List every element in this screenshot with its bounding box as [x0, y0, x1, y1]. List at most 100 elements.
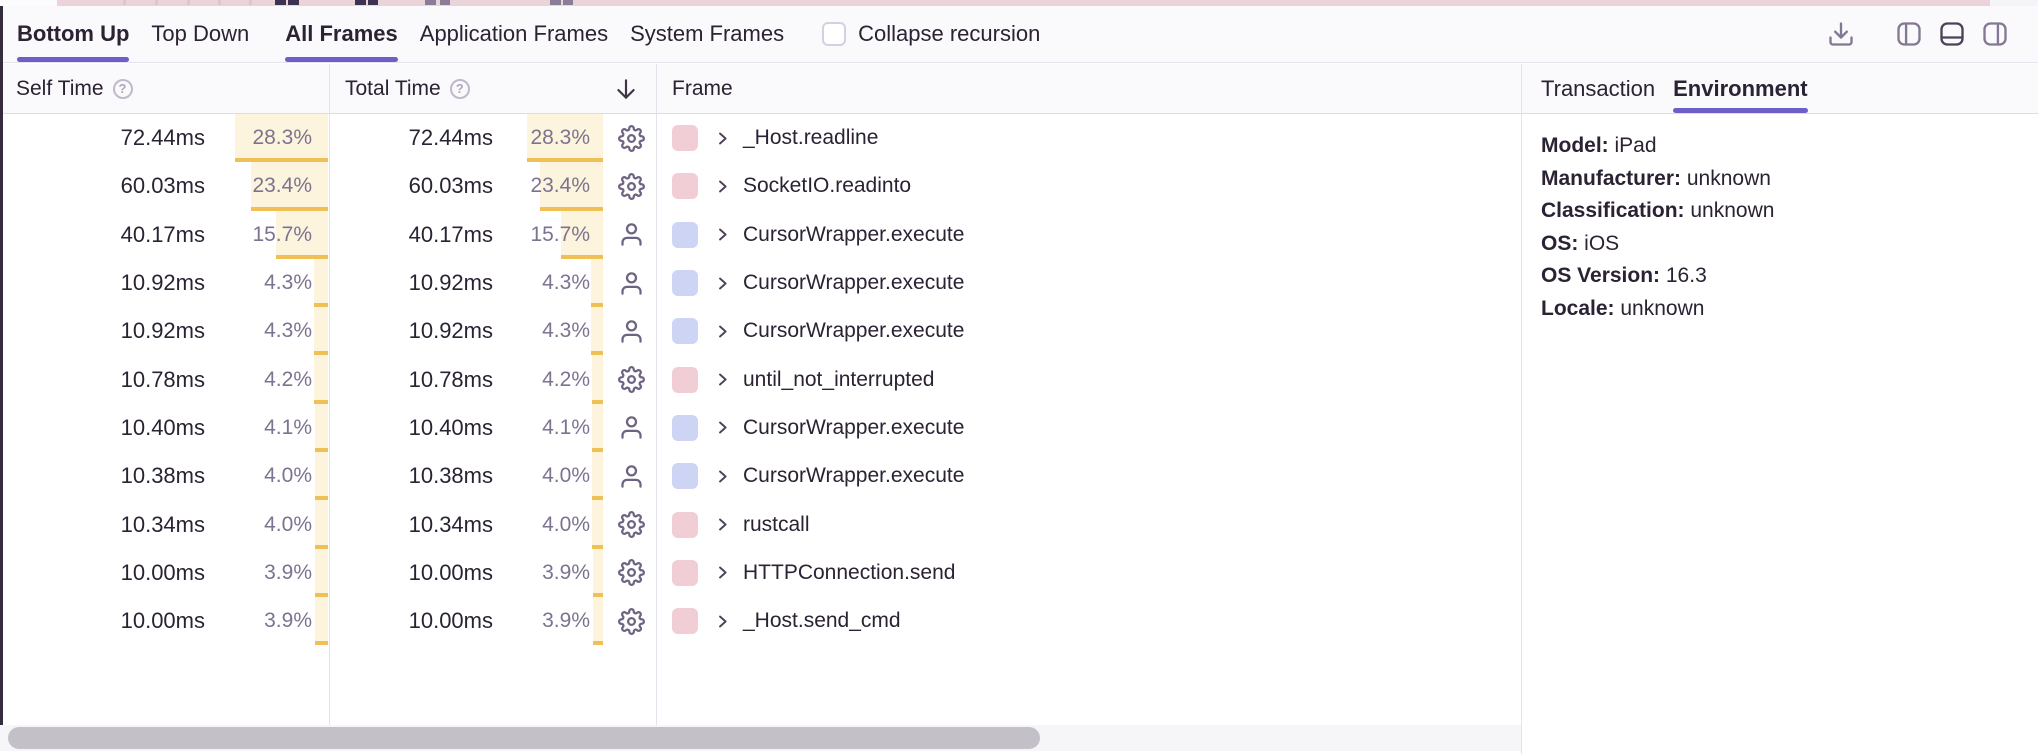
self-percent-value: 3.9%: [264, 609, 312, 633]
chevron-right-icon[interactable]: [715, 614, 730, 629]
chevron-right-icon[interactable]: [715, 420, 730, 435]
help-icon[interactable]: ?: [112, 78, 133, 99]
environment-property-label: OS:: [1541, 231, 1585, 255]
self-time-cell: 10.34ms 4.0%: [0, 500, 329, 549]
download-icon[interactable]: [1826, 19, 1856, 49]
self-percent-bar: [314, 500, 329, 549]
environment-property: OS: iOS: [1541, 228, 2038, 261]
application-frame-user-icon: [617, 221, 645, 249]
self-percent-value: 4.0%: [264, 464, 312, 488]
chevron-right-icon[interactable]: [715, 324, 730, 339]
flamegraph-minimap-strip[interactable]: [0, 0, 2038, 6]
minimap-mark: [368, 0, 378, 5]
environment-property-label: Manufacturer:: [1541, 166, 1687, 190]
self-time-cell: 72.44ms 28.3%: [0, 114, 329, 163]
total-time-value: 10.92ms: [408, 318, 493, 344]
collapse-recursion-checkbox[interactable]: [822, 22, 847, 46]
layout-left-icon[interactable]: [1894, 19, 1924, 49]
layout-right-icon[interactable]: [1980, 19, 2010, 49]
layout-bottom-icon[interactable]: [1937, 19, 1967, 49]
horizontal-scrollbar-track[interactable]: [0, 725, 1521, 751]
total-time-cell: 10.78ms 4.2%: [329, 355, 656, 405]
frame-color-swatch: [672, 559, 698, 586]
frame-cell: CursorWrapper.execute: [656, 211, 1521, 259]
self-percent-bar: [313, 307, 329, 356]
chevron-right-icon[interactable]: [715, 469, 730, 484]
table-row[interactable]: 10.34ms 4.0% 10.34ms 4.0% rustcall: [0, 500, 1521, 549]
self-percent-value: 4.2%: [264, 367, 312, 391]
frame-color-swatch: [672, 414, 698, 441]
total-percent-bar: [591, 355, 604, 405]
help-icon[interactable]: ?: [449, 78, 470, 99]
chevron-right-icon[interactable]: [715, 276, 730, 291]
sort-descending-icon[interactable]: [613, 76, 639, 107]
minimap-mark: [550, 0, 561, 5]
panel-divider[interactable]: [1521, 64, 1522, 754]
header-frame[interactable]: Frame: [672, 64, 733, 113]
minimap-mark: [123, 0, 126, 5]
total-percent-value: 4.1%: [542, 415, 590, 439]
horizontal-scrollbar-thumb[interactable]: [8, 727, 1040, 749]
frame-name: until_not_interrupted: [743, 367, 935, 391]
frame-cell: SocketIO.readinto: [656, 162, 1521, 210]
frame-color-swatch: [672, 270, 698, 297]
column-divider[interactable]: [329, 64, 330, 725]
table-row[interactable]: 10.38ms 4.0% 10.38ms 4.0% CursorWrapper.…: [0, 452, 1521, 501]
self-percent-value: 4.3%: [264, 271, 312, 295]
total-percent-bar: [591, 403, 604, 453]
tab-top-down[interactable]: Top Down: [151, 21, 250, 46]
minimap-mark: [1990, 0, 2038, 6]
frame-name: _Host.send_cmd: [743, 609, 901, 633]
frame-cell: CursorWrapper.execute: [656, 404, 1521, 452]
application-frame-user-icon: [617, 462, 645, 490]
minimap-mark: [563, 0, 573, 5]
frame-cell: CursorWrapper.execute: [656, 307, 1521, 355]
self-percent-value: 15.7%: [252, 222, 312, 246]
self-time-value: 40.17ms: [120, 221, 205, 247]
frame-color-swatch: [672, 125, 698, 152]
system-frame-gear-icon: [617, 511, 645, 539]
table-row[interactable]: 60.03ms 23.4% 60.03ms 23.4% SocketIO.rea…: [0, 162, 1521, 211]
table-row[interactable]: 10.00ms 3.9% 10.00ms 3.9% _Host.send_cmd: [0, 596, 1521, 646]
total-percent-value: 4.0%: [542, 512, 590, 536]
total-time-value: 10.00ms: [408, 608, 493, 634]
total-time-value: 10.00ms: [408, 559, 493, 585]
self-time-cell: 10.92ms 4.3%: [0, 307, 329, 356]
environment-property: Manufacturer: unknown: [1541, 163, 2038, 196]
table-row[interactable]: 10.78ms 4.2% 10.78ms 4.2% until_not_inte…: [0, 355, 1521, 405]
table-row[interactable]: 72.44ms 28.3% 72.44ms 28.3% _Host.readli…: [0, 114, 1521, 163]
tab-application-frames[interactable]: Application Frames: [419, 21, 609, 46]
chevron-right-icon[interactable]: [715, 227, 730, 242]
chevron-right-icon[interactable]: [715, 372, 730, 387]
header-self-time[interactable]: Self Time ?: [16, 64, 133, 113]
chevron-right-icon[interactable]: [715, 179, 730, 194]
tab-all-frames[interactable]: All Frames: [285, 6, 398, 62]
table-row[interactable]: 10.92ms 4.3% 10.92ms 4.3% CursorWrapper.…: [0, 258, 1521, 308]
chevron-right-icon[interactable]: [715, 565, 730, 580]
header-total-time[interactable]: Total Time ?: [345, 64, 470, 113]
frame-name: CursorWrapper.execute: [743, 319, 965, 343]
chevron-right-icon[interactable]: [715, 517, 730, 532]
table-row[interactable]: 10.00ms 3.9% 10.00ms 3.9% HTTPConnection…: [0, 548, 1521, 598]
details-tab-environment[interactable]: Environment: [1673, 64, 1809, 113]
self-percent-bar: [315, 596, 328, 646]
application-frame-user-icon: [617, 414, 645, 442]
details-tab-transaction[interactable]: Transaction: [1541, 75, 1656, 101]
column-divider[interactable]: [656, 64, 657, 725]
self-percent-value: 4.3%: [264, 319, 312, 343]
environment-property-value: iOS: [1584, 231, 1620, 255]
table-row[interactable]: 10.40ms 4.1% 10.40ms 4.1% CursorWrapper.…: [0, 403, 1521, 453]
chevron-right-icon[interactable]: [715, 131, 730, 146]
tab-system-frames[interactable]: System Frames: [630, 21, 785, 46]
total-percent-bar: [592, 596, 603, 646]
total-percent-value: 4.3%: [542, 271, 590, 295]
application-frame-user-icon: [617, 269, 645, 297]
table-row[interactable]: 10.92ms 4.3% 10.92ms 4.3% CursorWrapper.…: [0, 307, 1521, 356]
table-row[interactable]: 40.17ms 15.7% 40.17ms 15.7% CursorWrappe…: [0, 210, 1521, 260]
environment-property-value: unknown: [1620, 296, 1705, 320]
system-frame-gear-icon: [617, 366, 645, 394]
tab-bottom-up[interactable]: Bottom Up: [17, 6, 130, 62]
frame-cell: rustcall: [656, 500, 1521, 548]
